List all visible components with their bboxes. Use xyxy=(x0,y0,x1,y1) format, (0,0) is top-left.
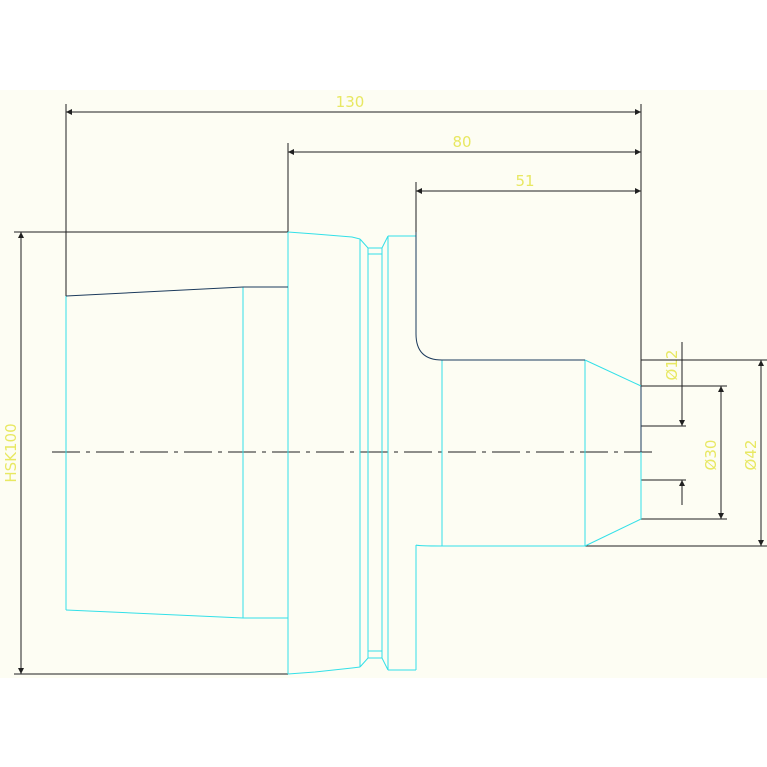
dim-label-42: Ø42 xyxy=(742,440,760,471)
dim-label-130: 130 xyxy=(336,93,365,111)
dim-label-12: Ø12 xyxy=(663,350,681,381)
dim-label-30: Ø30 xyxy=(702,440,720,471)
dimension-lines xyxy=(18,109,764,674)
part-dark-edges xyxy=(65,232,642,452)
extension-lines xyxy=(14,104,767,675)
dim-label-51: 51 xyxy=(515,172,534,190)
dim-label-hsk100: HSK100 xyxy=(2,423,20,482)
dim-label-80: 80 xyxy=(452,133,471,151)
dimension-labels: 130 80 51 HSK100 Ø12 Ø30 Ø42 xyxy=(2,93,760,483)
part-outline xyxy=(65,231,642,675)
